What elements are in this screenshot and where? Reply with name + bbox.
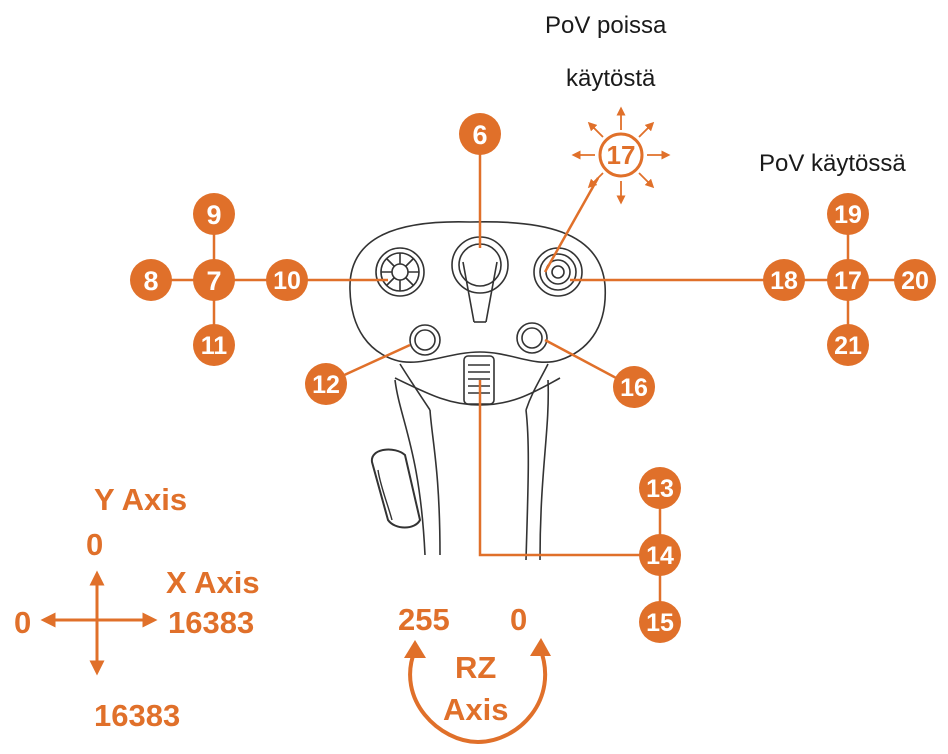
rz-axis-right: 0 [510, 602, 528, 637]
y-axis-min: 0 [86, 527, 104, 562]
button-13-label: 13 [646, 475, 674, 503]
button-18-label: 18 [770, 267, 798, 295]
button-19-label: 19 [834, 201, 862, 229]
button-15-label: 15 [646, 609, 674, 637]
xy-axis-arrows [40, 570, 158, 676]
badge-13: 13 [639, 467, 681, 509]
button-17-pov-off-label: 17 [607, 140, 636, 170]
rz-axis-title-1: RZ [455, 650, 497, 685]
button-10-label: 10 [273, 267, 301, 295]
rz-arrow-right-icon [530, 638, 551, 656]
pov-off-caption-line2: käytöstä [566, 65, 656, 92]
button-badges: 6 9 8 7 10 11 12 16 13 14 15 19 18 17 20… [130, 113, 936, 643]
badge-10: 10 [266, 259, 308, 301]
button-14-label: 14 [646, 542, 674, 570]
badge-7: 7 [193, 259, 235, 301]
rz-axis-title-2: Axis [443, 692, 509, 727]
badge-16: 16 [613, 366, 655, 408]
button-6-label: 6 [472, 120, 487, 150]
y-axis-max: 16383 [94, 698, 181, 733]
x-axis-max: 16383 [168, 605, 255, 640]
button-16-label: 16 [620, 374, 648, 402]
badge-19: 19 [827, 193, 869, 235]
badge-21: 21 [827, 324, 869, 366]
rz-axis-left: 255 [398, 602, 450, 637]
badge-9: 9 [193, 193, 235, 235]
button-8-label: 8 [143, 266, 158, 296]
button-20-label: 20 [901, 267, 929, 295]
rz-arrow-left-icon [404, 640, 426, 658]
badge-20: 20 [894, 259, 936, 301]
button-7-label: 7 [206, 266, 221, 296]
pov-off-caption-line1: PoV poissa [545, 12, 667, 39]
joystick-outline [349, 220, 606, 561]
badge-11: 11 [193, 324, 235, 366]
connector-lines [151, 134, 915, 622]
y-axis-title: Y Axis [94, 482, 188, 517]
badge-15: 15 [639, 601, 681, 643]
x-axis-title: X Axis [166, 565, 260, 600]
button-badge-17-pov-off [598, 132, 644, 178]
button-9-label: 9 [206, 200, 221, 230]
badge-6: 6 [459, 113, 501, 155]
side-trigger [370, 448, 422, 529]
pov-off-indicator: 17 [571, 106, 671, 205]
badge-14: 14 [639, 534, 681, 576]
badge-17-pov-on: 17 [827, 259, 869, 301]
badge-12: 12 [305, 363, 347, 405]
badge-8: 8 [130, 259, 172, 301]
badge-18: 18 [763, 259, 805, 301]
button-12-label: 12 [312, 371, 340, 399]
button-17-pov-on-label: 17 [834, 267, 862, 295]
button-21-label: 21 [834, 332, 862, 360]
button-11-label: 11 [201, 332, 228, 360]
x-axis-min: 0 [14, 605, 32, 640]
rz-axis-arc [404, 638, 551, 745]
pov-on-caption: PoV käytössä [759, 150, 906, 177]
